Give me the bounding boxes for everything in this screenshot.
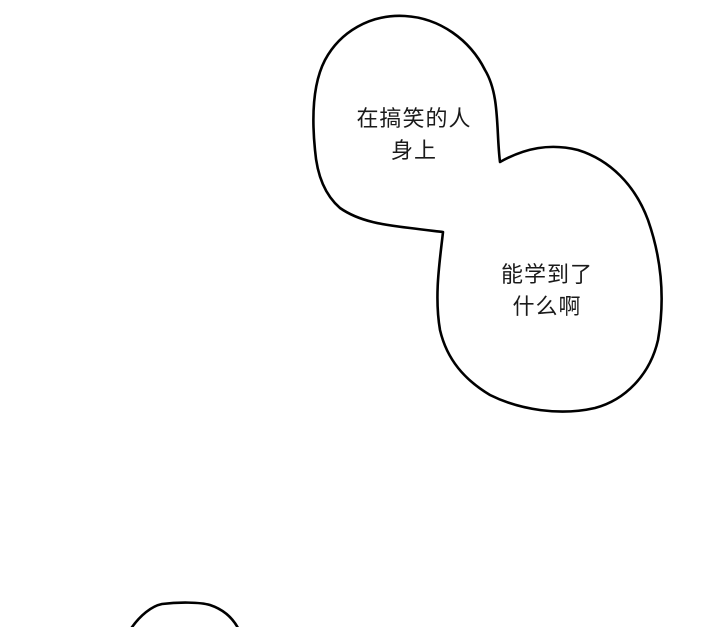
speech-bubble-2-text: 能学到了 什么啊: [495, 260, 599, 324]
speech-line: 在搞笑的人: [356, 107, 472, 132]
speech-line: 身上: [390, 139, 437, 164]
speech-bubble-1-text: 在搞笑的人 身上: [344, 104, 484, 168]
speech-line: 能学到了: [500, 263, 593, 288]
speech-bubble-outline: [312, 14, 663, 413]
partial-speech-bubble-outline: [130, 601, 239, 627]
speech-line: 什么啊: [512, 295, 582, 320]
